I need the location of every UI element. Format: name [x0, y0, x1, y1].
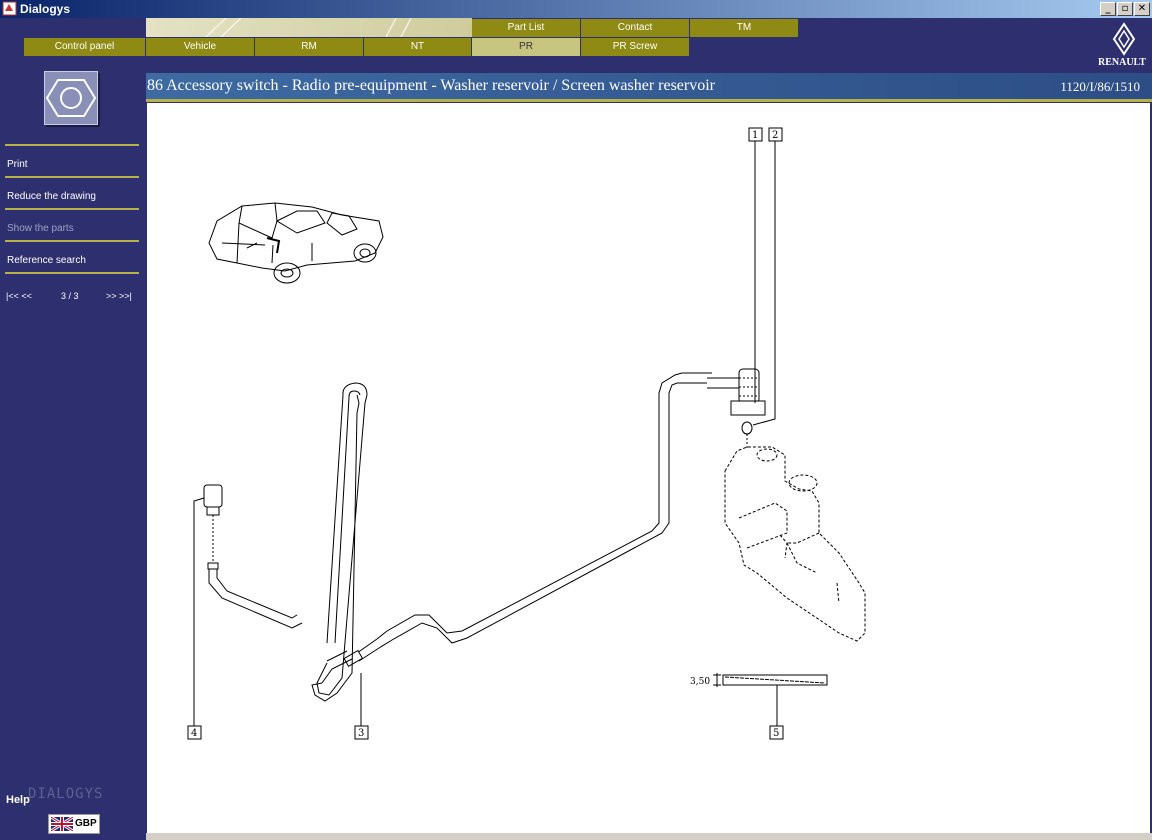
tab-pr-screw[interactable]: PR Screw [581, 38, 690, 56]
sidebar-menu: Print Reduce the drawing Show the parts … [5, 144, 139, 274]
tab-vehicle[interactable]: Vehicle [146, 38, 255, 56]
callout-3: 3 [358, 728, 364, 739]
callout-4: 4 [191, 728, 197, 739]
sidebar: Print Reduce the drawing Show the parts … [0, 18, 146, 840]
callout-2: 2 [772, 130, 778, 141]
product-watermark: DIALOGYS [28, 786, 104, 802]
tab-tm[interactable]: TM [690, 19, 799, 37]
page-header: 86 Accessory switch - Radio pre-equipmen… [146, 73, 1152, 102]
tab-rm[interactable]: RM [255, 38, 364, 56]
restore-button[interactable]: ▫ [1117, 2, 1133, 16]
header-decoration [146, 18, 472, 37]
page-navigator: |<< << 3 / 3 >> >>| [6, 291, 140, 305]
decorative-pattern [205, 18, 412, 37]
document-reference: 1120/I/86/1510 [1060, 79, 1140, 94]
status-strip [146, 833, 1152, 840]
currency-selector[interactable]: GBP [48, 814, 100, 834]
next-last-page-button[interactable]: >> >>| [106, 291, 132, 301]
hex-nut-icon [45, 79, 97, 117]
menu-divider [5, 176, 139, 178]
window-title: Dialogys [20, 2, 71, 16]
connector-3 [321, 638, 380, 684]
close-button[interactable]: ✕ [1134, 2, 1150, 16]
exploded-view-diagram: 1 2 3 4 5 3,50 [187, 127, 866, 740]
show-parts-button[interactable]: Show the parts [7, 223, 74, 234]
brand-name: RENAULT [1098, 57, 1146, 68]
tab-part-list[interactable]: Part List [472, 19, 581, 37]
parts-drawing[interactable]: 1 2 3 4 5 3,50 [147, 103, 1150, 833]
title-bar: Dialogys _ ▫ ✕ [0, 0, 1152, 18]
uk-flag-icon [51, 817, 73, 831]
print-button[interactable]: Print [7, 159, 28, 170]
washer-pump [707, 368, 766, 448]
car-thumbnail [208, 202, 384, 284]
app-body: Print Reduce the drawing Show the parts … [0, 18, 1152, 840]
tab-pr[interactable]: PR [472, 38, 581, 56]
currency-label: GBP [75, 818, 97, 829]
dimension-label: 3,50 [690, 677, 710, 687]
page-indicator: 3 / 3 [61, 291, 79, 301]
app-icon [2, 1, 17, 16]
renault-logo: RENAULT [1094, 22, 1150, 70]
first-prev-page-button[interactable]: |<< << [6, 291, 32, 301]
renault-diamond-icon [1112, 22, 1136, 56]
tab-nt[interactable]: NT [364, 38, 472, 56]
leader-lines [193, 141, 778, 726]
washer-hose-main [376, 372, 712, 649]
minimize-button[interactable]: _ [1100, 2, 1116, 16]
washer-reservoir [724, 446, 866, 642]
callout-5: 5 [773, 728, 779, 739]
menu-divider [5, 144, 139, 146]
menu-divider [5, 208, 139, 210]
accessory-switch [203, 484, 223, 570]
hex-nut-logo [44, 71, 98, 125]
reference-search-button[interactable]: Reference search [7, 255, 86, 266]
washer-hose-short [208, 563, 303, 629]
tab-contact[interactable]: Contact [581, 19, 690, 37]
callout-1: 1 [752, 130, 758, 141]
menu-divider [5, 240, 139, 242]
dimension-marker [713, 673, 828, 687]
help-link[interactable]: Help [6, 794, 30, 806]
page-title: 86 Accessory switch - Radio pre-equipmen… [147, 77, 715, 94]
washer-hose-loop [311, 394, 368, 702]
tab-control-panel[interactable]: Control panel [24, 38, 146, 56]
reduce-drawing-button[interactable]: Reduce the drawing [7, 191, 96, 202]
menu-divider [5, 272, 139, 274]
